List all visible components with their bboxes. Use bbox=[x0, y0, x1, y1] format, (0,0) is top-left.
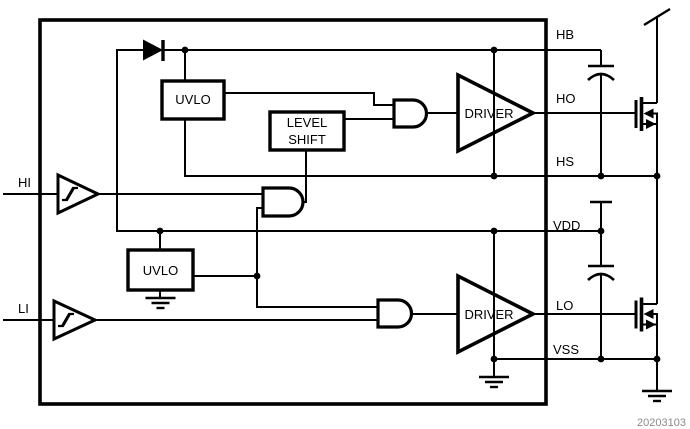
schmitt-hi-triangle bbox=[56, 172, 102, 216]
pin-label-ho: HO bbox=[556, 91, 576, 106]
figure-id: 20203103 bbox=[637, 417, 686, 429]
junction-dot bbox=[597, 355, 605, 363]
driver-low-block: DRIVER bbox=[456, 273, 537, 355]
mosfet-body-tie bbox=[653, 313, 658, 325]
junction-dots bbox=[156, 46, 661, 363]
driver-low-label: DRIVER bbox=[464, 307, 513, 322]
wire-hs bbox=[184, 119, 657, 177]
input-label-hi: HI bbox=[18, 175, 31, 190]
junction-dot bbox=[253, 272, 261, 280]
offpage-slash-icon bbox=[643, 7, 671, 27]
uvlo-low-label: UVLO bbox=[143, 263, 178, 278]
diode-triangle-icon bbox=[143, 39, 163, 61]
junction-dot bbox=[597, 227, 605, 235]
junction-dot bbox=[597, 172, 605, 180]
ground-uvlo-low bbox=[145, 296, 176, 310]
mosfet-source-tap bbox=[642, 123, 658, 176]
wire-enable-branch bbox=[256, 207, 378, 308]
junction-dot bbox=[490, 46, 498, 54]
pin-label-lo: LO bbox=[556, 298, 573, 313]
mosfet-low-side bbox=[634, 297, 658, 391]
pin-label-vss: VSS bbox=[553, 342, 579, 357]
uvlo-high-label: UVLO bbox=[175, 92, 210, 107]
mosfet-body-arrow-icon bbox=[643, 108, 654, 119]
junction-dot bbox=[181, 46, 189, 54]
level-shift-block: LEVEL SHIFT bbox=[268, 110, 346, 152]
and-gate-mid bbox=[261, 186, 305, 218]
cap-plate-curved bbox=[587, 72, 615, 81]
level-shift-label-2: SHIFT bbox=[288, 132, 326, 147]
driver-high-triangle bbox=[456, 72, 537, 154]
level-shift-box bbox=[268, 110, 346, 152]
junction-dot bbox=[490, 355, 498, 363]
pin-label-hs: HS bbox=[556, 154, 574, 169]
mosfet-source-arrow-icon bbox=[646, 119, 656, 129]
bootstrap-diode bbox=[143, 39, 165, 61]
and-gate-high bbox=[392, 98, 429, 129]
mosfet-source-arrow-icon bbox=[646, 319, 656, 330]
schmitt-li-triangle bbox=[52, 298, 99, 342]
pin-label-hb: HB bbox=[556, 27, 574, 42]
driver-low-triangle bbox=[456, 273, 537, 355]
ground-power-stage bbox=[642, 389, 672, 403]
junction-dot bbox=[490, 227, 498, 235]
mosfet-body-arrow-icon bbox=[643, 309, 654, 319]
wire-uvlo-high-out bbox=[224, 92, 394, 106]
uvlo-high-block: UVLO bbox=[160, 79, 226, 121]
vdd-capacitor bbox=[587, 264, 615, 281]
mosfet-body-tie bbox=[653, 112, 658, 124]
mosfet-high-side bbox=[634, 97, 658, 176]
uvlo-low-block: UVLO bbox=[126, 248, 195, 292]
junction-dot bbox=[653, 355, 661, 363]
level-shift-label-1: LEVEL bbox=[287, 115, 327, 130]
hysteresis-icon bbox=[62, 186, 78, 202]
wire-vdd-rail bbox=[116, 49, 601, 232]
and-gate-low bbox=[376, 298, 414, 329]
hysteresis-icon bbox=[58, 312, 74, 328]
junction-dot bbox=[156, 227, 164, 235]
schmitt-buffer-li bbox=[52, 298, 99, 342]
input-label-li: LI bbox=[18, 301, 29, 316]
uvlo-low-box bbox=[126, 248, 195, 292]
uvlo-high-box bbox=[160, 79, 226, 121]
cap-plate-curved bbox=[587, 272, 615, 281]
junction-dot bbox=[490, 172, 498, 180]
ground-vss bbox=[479, 375, 509, 389]
junction-dot bbox=[653, 172, 661, 180]
pin-label-vdd: VDD bbox=[553, 218, 580, 233]
schmitt-buffer-hi bbox=[56, 172, 102, 216]
driver-high-block: DRIVER bbox=[456, 72, 537, 154]
wires bbox=[3, 16, 658, 377]
driver-high-label: DRIVER bbox=[464, 106, 513, 121]
ic-boundary-box bbox=[38, 18, 548, 406]
bootstrap-capacitor bbox=[587, 64, 615, 81]
